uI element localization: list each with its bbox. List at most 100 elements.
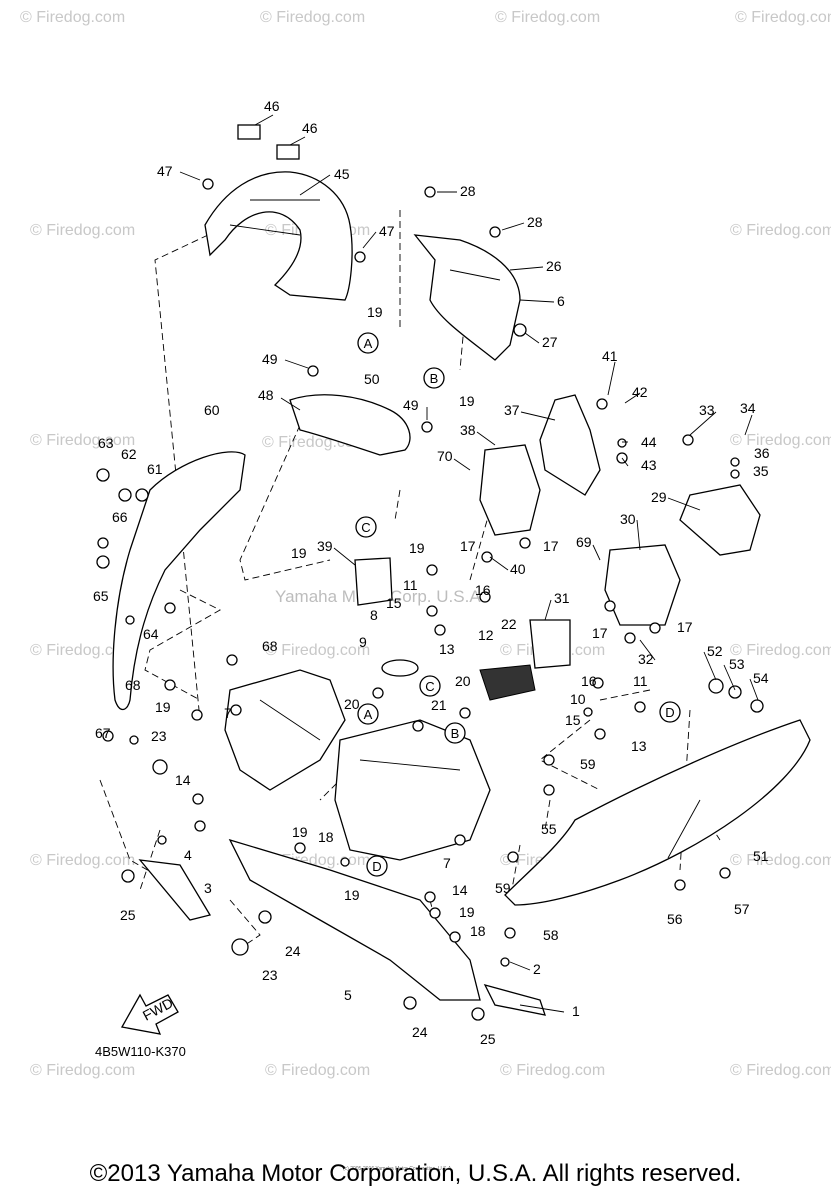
part-label-19: 19 [459,904,475,920]
watermark: © Firedog.com [730,642,831,659]
part-label-1: 1 [572,1003,580,1019]
part-label-34: 34 [740,400,756,416]
part-39-grille [354,557,393,606]
part-51-side-cover [504,719,811,906]
part-38-vent-housing [479,444,541,536]
part-label-25: 25 [480,1031,496,1047]
part-label-7: 7 [443,855,451,871]
part-label-54: 54 [753,670,769,686]
part-label-69: 69 [576,534,592,550]
part-20-frame-bracket [224,669,491,861]
part-3-end-cover [138,859,212,921]
part-label-45: 45 [334,166,350,182]
part-label-23: 23 [151,728,167,744]
ref-marker-b [423,367,445,389]
fasteners [96,178,764,1021]
part-label-51: 51 [753,848,769,864]
part-label-47: 47 [157,163,173,179]
part-label-18: 18 [470,923,486,939]
svg-text:C: C [361,520,370,535]
tiny-caption: (c) 2005-2016 Yamaha Motor Corporation, … [343,1166,453,1172]
part-label-46: 46 [302,120,318,136]
part-30-vent-housing [604,544,681,626]
part-label-47: 47 [379,223,395,239]
part-label-28: 28 [527,214,543,230]
part-label-33: 33 [699,402,715,418]
part-label-19: 19 [292,824,308,840]
watermark: © Firedog.com [730,1062,831,1079]
part-label-42: 42 [632,384,648,400]
part-label-70: 70 [437,448,453,464]
part-label-62: 62 [121,446,137,462]
part-label-55: 55 [541,821,557,837]
part-label-17: 17 [543,538,559,554]
part-1-end-cover [483,983,546,1016]
svg-text:B: B [451,726,460,741]
part-label-43: 43 [641,457,657,473]
part-label-61: 61 [147,461,163,477]
part-label-9: 9 [359,634,367,650]
reference-markers: A B C C A B D D [355,332,681,877]
part-label-36: 36 [754,445,770,461]
part-9-ring [381,659,419,677]
part-label-22: 22 [501,616,517,632]
part-label-67: 67 [95,725,111,741]
watermark: © Firedog.com [730,432,831,449]
part-label-14: 14 [452,882,468,898]
part-label-56: 56 [667,911,683,927]
part-label-14: 14 [175,772,191,788]
part-label-68: 68 [262,638,278,654]
part-label-41: 41 [602,348,618,364]
part-label-6: 6 [557,293,565,309]
part-60-left-panel [112,451,246,711]
part-label-19: 19 [155,699,171,715]
part-26-upper-cover [413,234,521,361]
part-label-19: 19 [459,393,475,409]
svg-text:C: C [425,679,434,694]
part-label-17: 17 [460,538,476,554]
watermark: © Firedog.com [500,1062,605,1079]
part-label-64: 64 [143,626,159,642]
ref-marker-c [419,675,441,697]
ref-marker-d [659,701,681,723]
part-46-pad [237,124,261,140]
part-37-right-panel [539,394,601,496]
part-label-28: 28 [460,183,476,199]
part-label-39: 39 [317,538,333,554]
part-label-26: 26 [546,258,562,274]
watermark: © Firedog.com [30,432,135,449]
part-label-30: 30 [620,511,636,527]
part-label-5: 5 [344,987,352,1003]
watermark: © Firedog.com [735,9,831,26]
ref-marker-a [357,703,379,725]
part-label-25: 25 [120,907,136,923]
svg-text:D: D [665,705,674,720]
part-label-24: 24 [285,943,301,959]
watermark: © Firedog.com [265,1062,370,1079]
part-label-66: 66 [112,509,128,525]
part-label-48: 48 [258,387,274,403]
part-label-17: 17 [592,625,608,641]
part-5-lower-panel [228,838,481,1001]
part-46-pad [276,144,300,160]
part-label-29: 29 [651,489,667,505]
svg-text:A: A [364,707,373,722]
part-label-37: 37 [504,402,520,418]
part-label-11: 11 [403,577,418,593]
part-label-11: 11 [633,673,648,689]
part-label-52: 52 [707,643,723,659]
part-label-53: 53 [729,656,745,672]
part-label-32: 32 [638,651,654,667]
watermark: © Firedog.com [30,1062,135,1079]
part-label-19: 19 [344,887,360,903]
part-50-meter-panel [289,394,411,456]
part-label-3: 3 [204,880,212,896]
fwd-arrow: FWD [120,993,179,1035]
part-label-38: 38 [460,422,476,438]
svg-text:B: B [430,371,439,386]
part-22-panel [479,664,536,701]
watermark: © Firedog.com [730,852,831,869]
watermark: © Firedog.com [495,9,600,26]
part-label-59: 59 [495,880,511,896]
